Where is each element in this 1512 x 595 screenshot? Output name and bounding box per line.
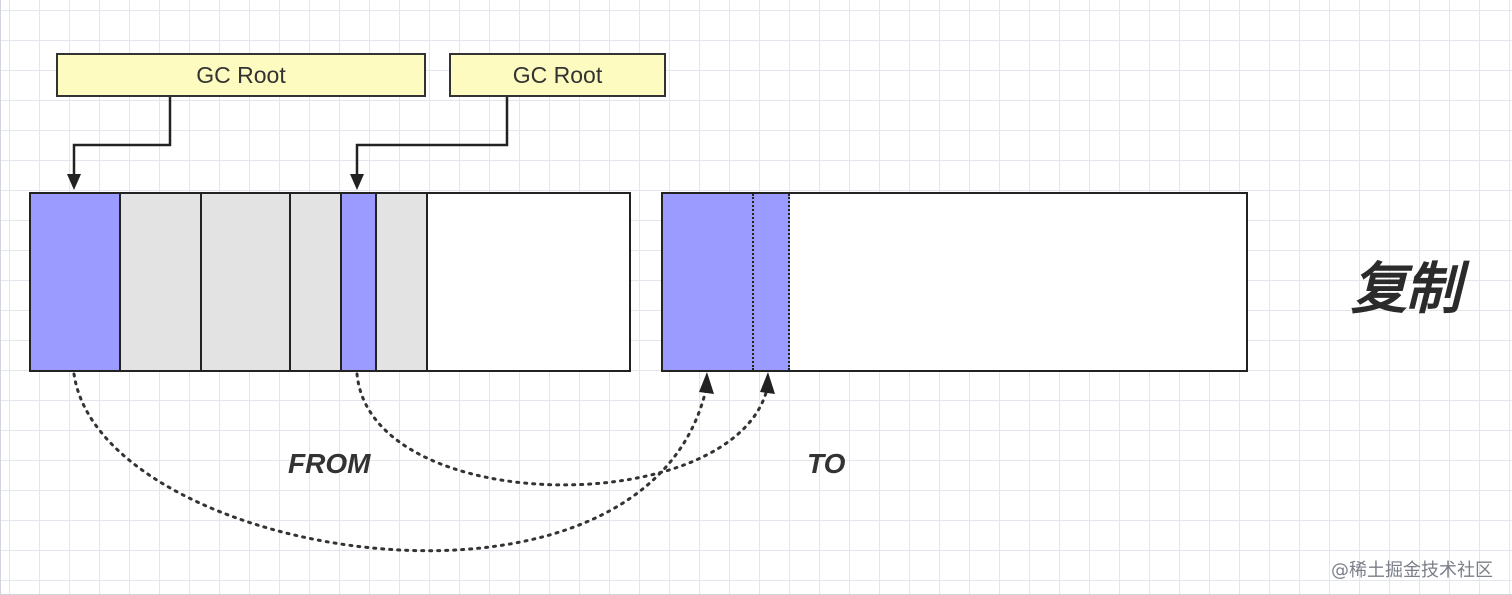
arrow-head-icon bbox=[350, 174, 364, 190]
from-cell-garbage bbox=[121, 194, 202, 370]
from-cell-garbage bbox=[291, 194, 342, 370]
to-cell-copied-object bbox=[663, 194, 754, 370]
from-cell-live-object bbox=[31, 194, 121, 370]
gc-root-1-reference-arrow bbox=[72, 97, 172, 180]
gc-root-label: GC Root bbox=[512, 61, 603, 88]
watermark: @稀土掘金技术社区 bbox=[1331, 560, 1493, 581]
from-space-label: FROM bbox=[288, 448, 371, 479]
arrow-head-icon bbox=[699, 372, 714, 394]
copy-path-1 bbox=[72, 372, 709, 553]
copy-path-2 bbox=[355, 372, 770, 487]
arrow-head-icon bbox=[67, 174, 81, 190]
from-cell-live-object bbox=[342, 194, 377, 370]
gc-root-box-1: GC Root bbox=[56, 53, 426, 97]
copy-caption: 复制 bbox=[1351, 257, 1461, 322]
to-cell-copied-object bbox=[754, 194, 790, 370]
from-space-block bbox=[29, 192, 631, 372]
to-space-label: TO bbox=[807, 448, 846, 479]
gc-root-2-reference-arrow bbox=[355, 97, 509, 180]
arrow-head-icon bbox=[760, 372, 775, 394]
from-cell-free bbox=[428, 194, 629, 370]
from-cell-garbage bbox=[377, 194, 428, 370]
gc-root-box-2: GC Root bbox=[449, 53, 666, 97]
to-cell-free bbox=[790, 194, 1246, 370]
from-cell-garbage bbox=[202, 194, 291, 370]
gc-root-label: GC Root bbox=[196, 61, 286, 88]
to-space-block bbox=[661, 192, 1248, 372]
